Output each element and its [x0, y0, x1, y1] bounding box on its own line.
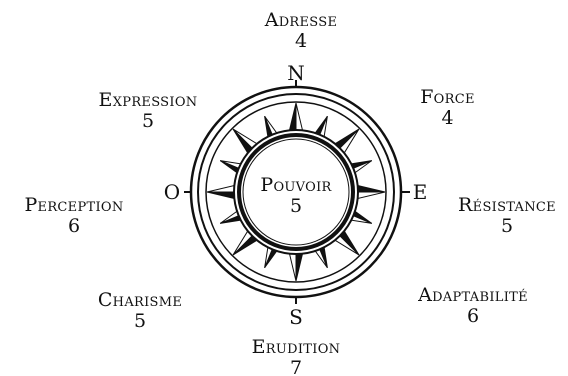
stat-expression-label: Expression — [82, 91, 214, 110]
stat-resistance-label: Résistance — [448, 196, 566, 215]
stat-erudition-value: 7 — [236, 359, 356, 376]
stat-adresse-value: 4 — [246, 32, 356, 51]
stat-adresse-label: Adresse — [246, 11, 356, 30]
stat-pouvoir-label: Pouvoir — [246, 176, 346, 195]
stat-adaptabilite: Adaptabilité 6 — [398, 286, 548, 326]
compass-east-letter: E — [413, 180, 428, 204]
stat-adaptabilite-value: 6 — [398, 307, 548, 326]
stat-force-label: Force — [400, 88, 495, 107]
compass-north-letter: N — [287, 61, 305, 85]
stat-adaptabilite-label: Adaptabilité — [398, 286, 548, 305]
stat-expression: Expression 5 — [82, 91, 214, 131]
stat-erudition: Erudition 7 — [236, 338, 356, 376]
stat-resistance-value: 5 — [448, 217, 566, 236]
stat-force: Force 4 — [400, 88, 495, 128]
stat-perception-value: 6 — [6, 217, 142, 236]
stat-pouvoir: Pouvoir 5 — [246, 176, 346, 216]
compass-south-letter: S — [289, 305, 303, 329]
stat-force-value: 4 — [400, 109, 495, 128]
stat-expression-value: 5 — [82, 112, 214, 131]
stat-perception: Perception 6 — [6, 196, 142, 236]
stat-resistance: Résistance 5 — [448, 196, 566, 236]
stat-charisme-label: Charisme — [80, 291, 200, 310]
stat-erudition-label: Erudition — [236, 338, 356, 357]
stat-pouvoir-value: 5 — [246, 197, 346, 216]
stat-adresse: Adresse 4 — [246, 11, 356, 51]
compass-west-letter: O — [164, 180, 180, 204]
stat-charisme: Charisme 5 — [80, 291, 200, 331]
stat-charisme-value: 5 — [80, 312, 200, 331]
stat-perception-label: Perception — [6, 196, 142, 215]
